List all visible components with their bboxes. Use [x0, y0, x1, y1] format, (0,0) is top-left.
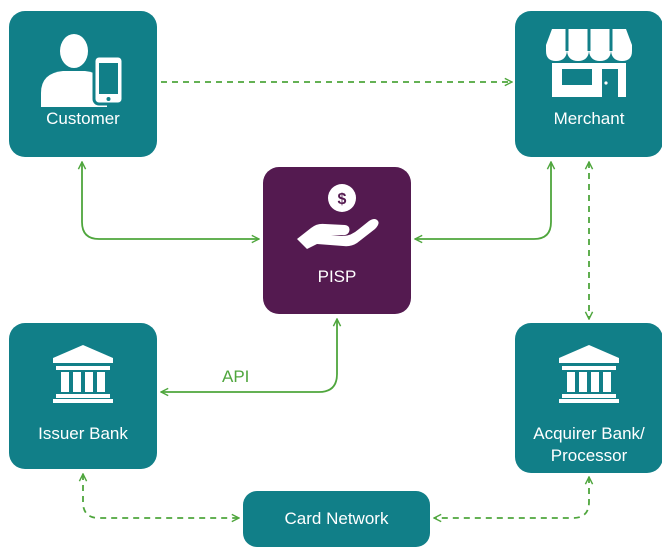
edge-pisp-issuer-api [161, 319, 337, 392]
node-acquirer-bank[interactable]: Acquirer Bank/ Processor [515, 323, 662, 473]
node-card-network[interactable]: Card Network [243, 491, 430, 547]
node-acquirer-bank-label-line2: Processor [550, 446, 628, 465]
bank-building-icon [515, 345, 662, 403]
node-customer[interactable]: Customer [9, 11, 157, 157]
node-issuer-bank[interactable]: Issuer Bank [9, 323, 157, 469]
node-customer-label: Customer [46, 109, 120, 128]
edge-customer-pisp [82, 162, 259, 239]
edge-acquirer-cardnetwork [434, 477, 589, 518]
node-issuer-bank-label: Issuer Bank [38, 424, 128, 443]
node-card-network-label: Card Network [284, 509, 389, 528]
bank-building-icon [9, 345, 157, 403]
node-pisp[interactable]: $ PISP [263, 167, 411, 314]
edge-merchant-pisp [415, 162, 551, 239]
edge-api-label: API [222, 367, 250, 386]
svg-text:$: $ [338, 191, 347, 208]
hand-holding-coin-icon: $ [263, 183, 411, 249]
person-with-phone-icon [9, 33, 157, 107]
storefront-icon [515, 27, 662, 97]
node-acquirer-bank-label-line1: Acquirer Bank/ [533, 424, 645, 443]
node-merchant[interactable]: Merchant [515, 11, 662, 157]
node-merchant-label: Merchant [553, 109, 625, 128]
edge-issuer-cardnetwork [83, 474, 239, 518]
node-pisp-label: PISP [317, 267, 357, 286]
